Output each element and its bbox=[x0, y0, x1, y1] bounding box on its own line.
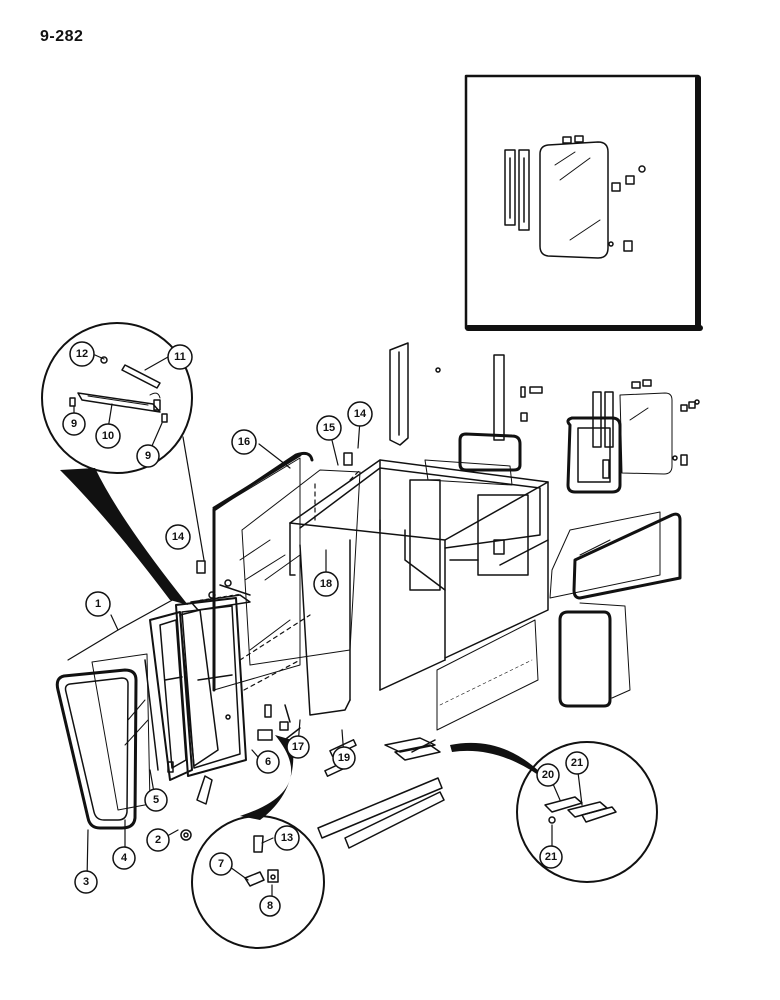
pointer-wedge-upper bbox=[60, 468, 188, 605]
upper-posts bbox=[389, 342, 543, 446]
callout-11: 11 bbox=[167, 344, 193, 370]
callout-18: 18 bbox=[313, 571, 339, 597]
svg-text:9: 9 bbox=[71, 418, 77, 430]
callout-14-top: 14 bbox=[347, 401, 373, 427]
callout-4: 4 bbox=[112, 846, 136, 870]
callout-12: 12 bbox=[69, 341, 95, 367]
inset-window-kit bbox=[464, 74, 703, 331]
callout-20: 20 bbox=[536, 763, 560, 787]
small-parts-left bbox=[196, 452, 353, 599]
hinges bbox=[180, 704, 289, 841]
svg-text:15: 15 bbox=[323, 422, 335, 434]
rear-lower-panel bbox=[436, 619, 539, 731]
svg-text:17: 17 bbox=[292, 741, 304, 753]
svg-text:11: 11 bbox=[174, 351, 186, 363]
svg-text:3: 3 bbox=[83, 876, 89, 888]
svg-text:6: 6 bbox=[265, 756, 271, 768]
svg-text:7: 7 bbox=[218, 858, 224, 870]
callout-5: 5 bbox=[144, 788, 168, 812]
svg-text:18: 18 bbox=[320, 578, 332, 590]
detail-circle-lower-right bbox=[516, 741, 658, 883]
cab-frame bbox=[289, 459, 549, 716]
rear-glass-panel bbox=[212, 451, 314, 692]
svg-text:4: 4 bbox=[121, 852, 128, 864]
svg-text:21: 21 bbox=[545, 851, 557, 863]
callout-9-left: 9 bbox=[62, 412, 86, 436]
callout-21-top: 21 bbox=[565, 751, 589, 775]
page-number: 9-282 bbox=[40, 28, 84, 45]
lower-channels bbox=[281, 704, 445, 849]
svg-text:20: 20 bbox=[542, 769, 554, 781]
callout-17: 17 bbox=[286, 735, 310, 759]
svg-text:8: 8 bbox=[267, 900, 273, 912]
callout-1: 1 bbox=[85, 591, 111, 617]
pointer-wedge-lower bbox=[240, 735, 294, 820]
svg-text:9: 9 bbox=[145, 450, 151, 462]
svg-text:10: 10 bbox=[102, 430, 114, 442]
right-side-window-assy bbox=[566, 379, 700, 494]
pointer-wedge-right bbox=[450, 742, 548, 782]
callout-16: 16 bbox=[231, 429, 257, 455]
callout-9-right: 9 bbox=[136, 444, 160, 468]
callout-21-bottom: 21 bbox=[539, 845, 563, 869]
callout-2: 2 bbox=[146, 828, 170, 852]
door-strip-5 bbox=[144, 659, 159, 771]
callout-3: 3 bbox=[74, 870, 98, 894]
svg-text:14: 14 bbox=[172, 531, 185, 543]
rear-panel-2 bbox=[241, 469, 361, 666]
right-lower-windows bbox=[549, 511, 682, 708]
callout-13: 13 bbox=[274, 825, 300, 851]
svg-text:5: 5 bbox=[153, 794, 159, 806]
right-upper-panel bbox=[424, 432, 522, 486]
callout-8: 8 bbox=[259, 895, 281, 917]
svg-text:1: 1 bbox=[95, 598, 101, 610]
callout-14-left: 14 bbox=[165, 524, 191, 550]
svg-text:14: 14 bbox=[354, 408, 367, 420]
door-seal bbox=[55, 668, 138, 830]
svg-text:12: 12 bbox=[76, 348, 88, 360]
callout-7: 7 bbox=[209, 852, 233, 876]
svg-text:2: 2 bbox=[155, 834, 161, 846]
svg-text:19: 19 bbox=[338, 752, 350, 764]
svg-text:16: 16 bbox=[238, 436, 250, 448]
alignment-lines bbox=[239, 469, 361, 691]
callout-19: 19 bbox=[332, 746, 356, 770]
callout-6: 6 bbox=[256, 750, 280, 774]
detail-circle-upper-left bbox=[41, 322, 193, 474]
svg-text:13: 13 bbox=[281, 832, 293, 844]
rear-window-seal bbox=[212, 453, 302, 510]
callout-10: 10 bbox=[95, 423, 121, 449]
door-frame bbox=[149, 593, 251, 781]
detail-circle-lower bbox=[191, 815, 325, 949]
callout-15: 15 bbox=[316, 415, 342, 441]
leader-lines bbox=[67, 354, 583, 906]
svg-text:21: 21 bbox=[571, 757, 583, 769]
